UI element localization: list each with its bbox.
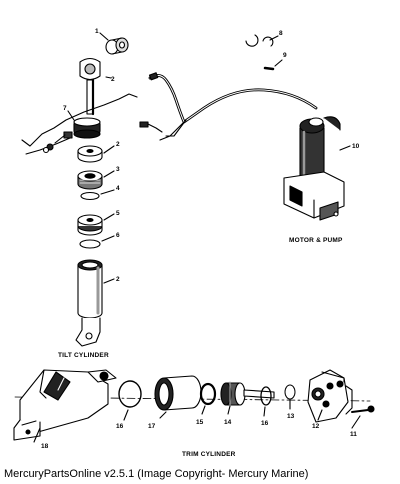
part-2-rod-end bbox=[79, 57, 101, 116]
motor-wiring-harness bbox=[139, 72, 318, 141]
part-11-screw bbox=[351, 405, 375, 413]
part-15-o-ring bbox=[199, 382, 217, 406]
callout-labels: 1 2 7 2 3 4 5 6 2 8 9 10 18 16 17 15 14 … bbox=[41, 28, 360, 450]
callout-4: 4 bbox=[116, 185, 120, 192]
part-2-tilt-cylinder bbox=[75, 259, 103, 347]
part-16-o-ring bbox=[118, 380, 142, 408]
callout-5: 5 bbox=[116, 210, 120, 217]
part-13-o-ring bbox=[284, 384, 296, 400]
callout-2c: 2 bbox=[116, 276, 120, 283]
part-7-bracket bbox=[21, 93, 138, 155]
callout-11: 11 bbox=[350, 431, 357, 438]
callout-2b: 2 bbox=[116, 141, 120, 148]
callout-16b: 16 bbox=[261, 420, 269, 427]
part-2-gland bbox=[77, 145, 103, 163]
part-8-clip bbox=[245, 34, 259, 47]
callout-2: 2 bbox=[111, 76, 115, 83]
callout-1: 1 bbox=[95, 28, 99, 35]
callout-7: 7 bbox=[63, 105, 67, 112]
part-9-pin bbox=[263, 66, 275, 71]
part-17-sleeve bbox=[154, 375, 202, 411]
caption-trim-cylinder: TRIM CYLINDER bbox=[182, 451, 236, 458]
callout-15: 15 bbox=[196, 419, 204, 426]
part-1-bushing bbox=[105, 37, 129, 55]
part-3-piston bbox=[77, 170, 103, 190]
part-12-end-cap bbox=[307, 369, 353, 423]
callout-14: 14 bbox=[224, 419, 232, 426]
part-5-piston-body bbox=[77, 214, 103, 236]
callout-9: 9 bbox=[283, 52, 287, 59]
caption-motor-pump: MOTOR & PUMP bbox=[289, 237, 343, 244]
part-6-o-ring bbox=[79, 239, 101, 249]
exploded-view-drawing: 1 2 7 2 3 4 5 6 2 8 9 10 18 16 17 15 14 … bbox=[13, 28, 375, 458]
callout-3: 3 bbox=[116, 166, 120, 173]
callout-16: 16 bbox=[116, 423, 124, 430]
part-16-o-ring-second bbox=[260, 386, 272, 406]
part-10-motor-pump bbox=[283, 116, 345, 221]
part-18-trim-housing bbox=[13, 369, 117, 441]
callout-13: 13 bbox=[287, 413, 295, 420]
callout-8: 8 bbox=[279, 30, 283, 37]
callout-10: 10 bbox=[352, 143, 360, 150]
callout-17: 17 bbox=[148, 423, 156, 430]
callout-6: 6 bbox=[116, 232, 120, 239]
caption-tilt-cylinder: TILT CYLINDER bbox=[58, 352, 109, 359]
copyright-footer: MercuryPartsOnline v2.5.1 (Image Copyrig… bbox=[4, 468, 309, 480]
callout-12: 12 bbox=[312, 423, 320, 430]
part-14-piston-rod bbox=[220, 381, 275, 407]
part-4-o-ring bbox=[80, 191, 100, 201]
callout-18: 18 bbox=[41, 443, 49, 450]
